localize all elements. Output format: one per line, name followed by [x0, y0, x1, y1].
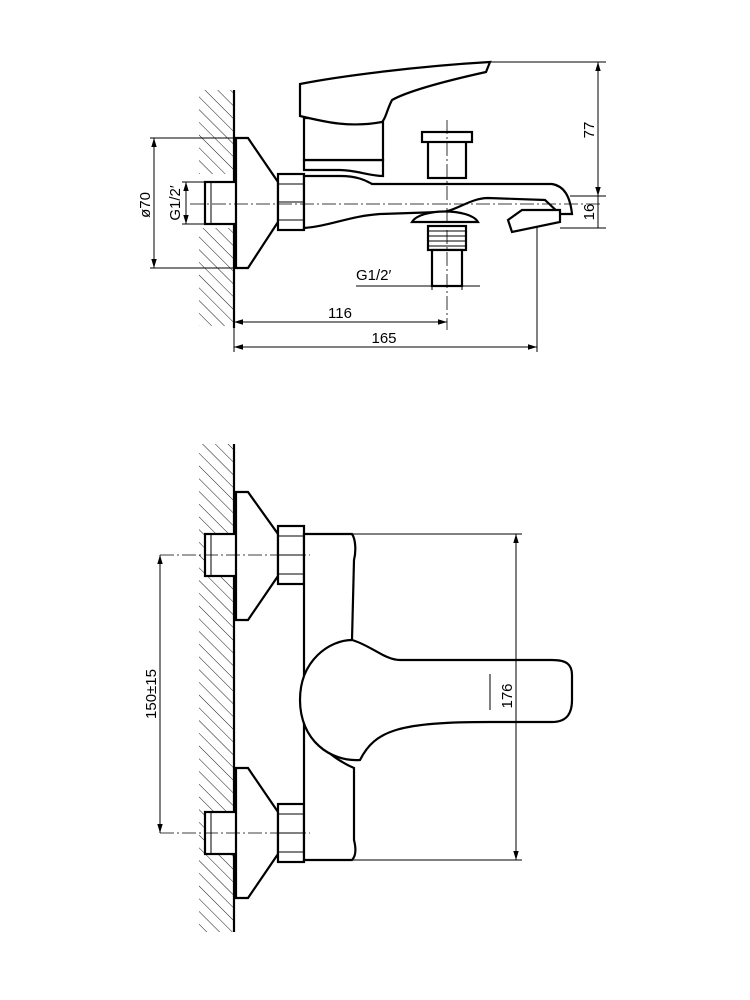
- upper-connection: [203, 490, 306, 622]
- wall-flange: [234, 136, 280, 270]
- dim-inlet-spacing: 150±15: [143, 555, 163, 833]
- dim-spout-height: 16: [560, 196, 606, 229]
- inlet-pipe: [203, 180, 241, 226]
- hex-nut: [276, 172, 306, 232]
- svg-text:G1/2′: G1/2′: [167, 185, 184, 221]
- svg-text:176: 176: [499, 683, 516, 708]
- dim-flange-diameter: ø70: [137, 137, 236, 269]
- dim-outlet-distance: 116: [234, 305, 447, 325]
- svg-text:116: 116: [328, 305, 352, 322]
- wall-hatching-top: [199, 90, 236, 328]
- dim-height-top: 77: [490, 61, 606, 197]
- dim-outlet-thread: G1/2′: [356, 267, 480, 290]
- svg-text:150±15: 150±15: [143, 669, 160, 719]
- svg-text:165: 165: [371, 330, 396, 347]
- svg-text:ø70: ø70: [137, 192, 154, 218]
- lever-handle: [298, 60, 492, 126]
- shower-outlet: [410, 210, 480, 288]
- svg-text:G1/2′: G1/2′: [356, 267, 392, 284]
- lever-handle-front: [298, 638, 574, 762]
- wall-hatching-bottom: [199, 444, 239, 932]
- dim-inlet-thread: G1/2′: [167, 181, 205, 225]
- mixer-body: [302, 174, 574, 230]
- side-view: ø70 G1/2′ G1/2′ 77 16: [137, 60, 606, 352]
- dim-total-projection: 165: [233, 226, 538, 352]
- dim-body-height: 176: [352, 533, 522, 861]
- svg-text:77: 77: [581, 122, 598, 139]
- front-view: 150±15 176: [143, 444, 574, 932]
- spout-tip: [506, 208, 562, 234]
- svg-text:16: 16: [581, 204, 598, 221]
